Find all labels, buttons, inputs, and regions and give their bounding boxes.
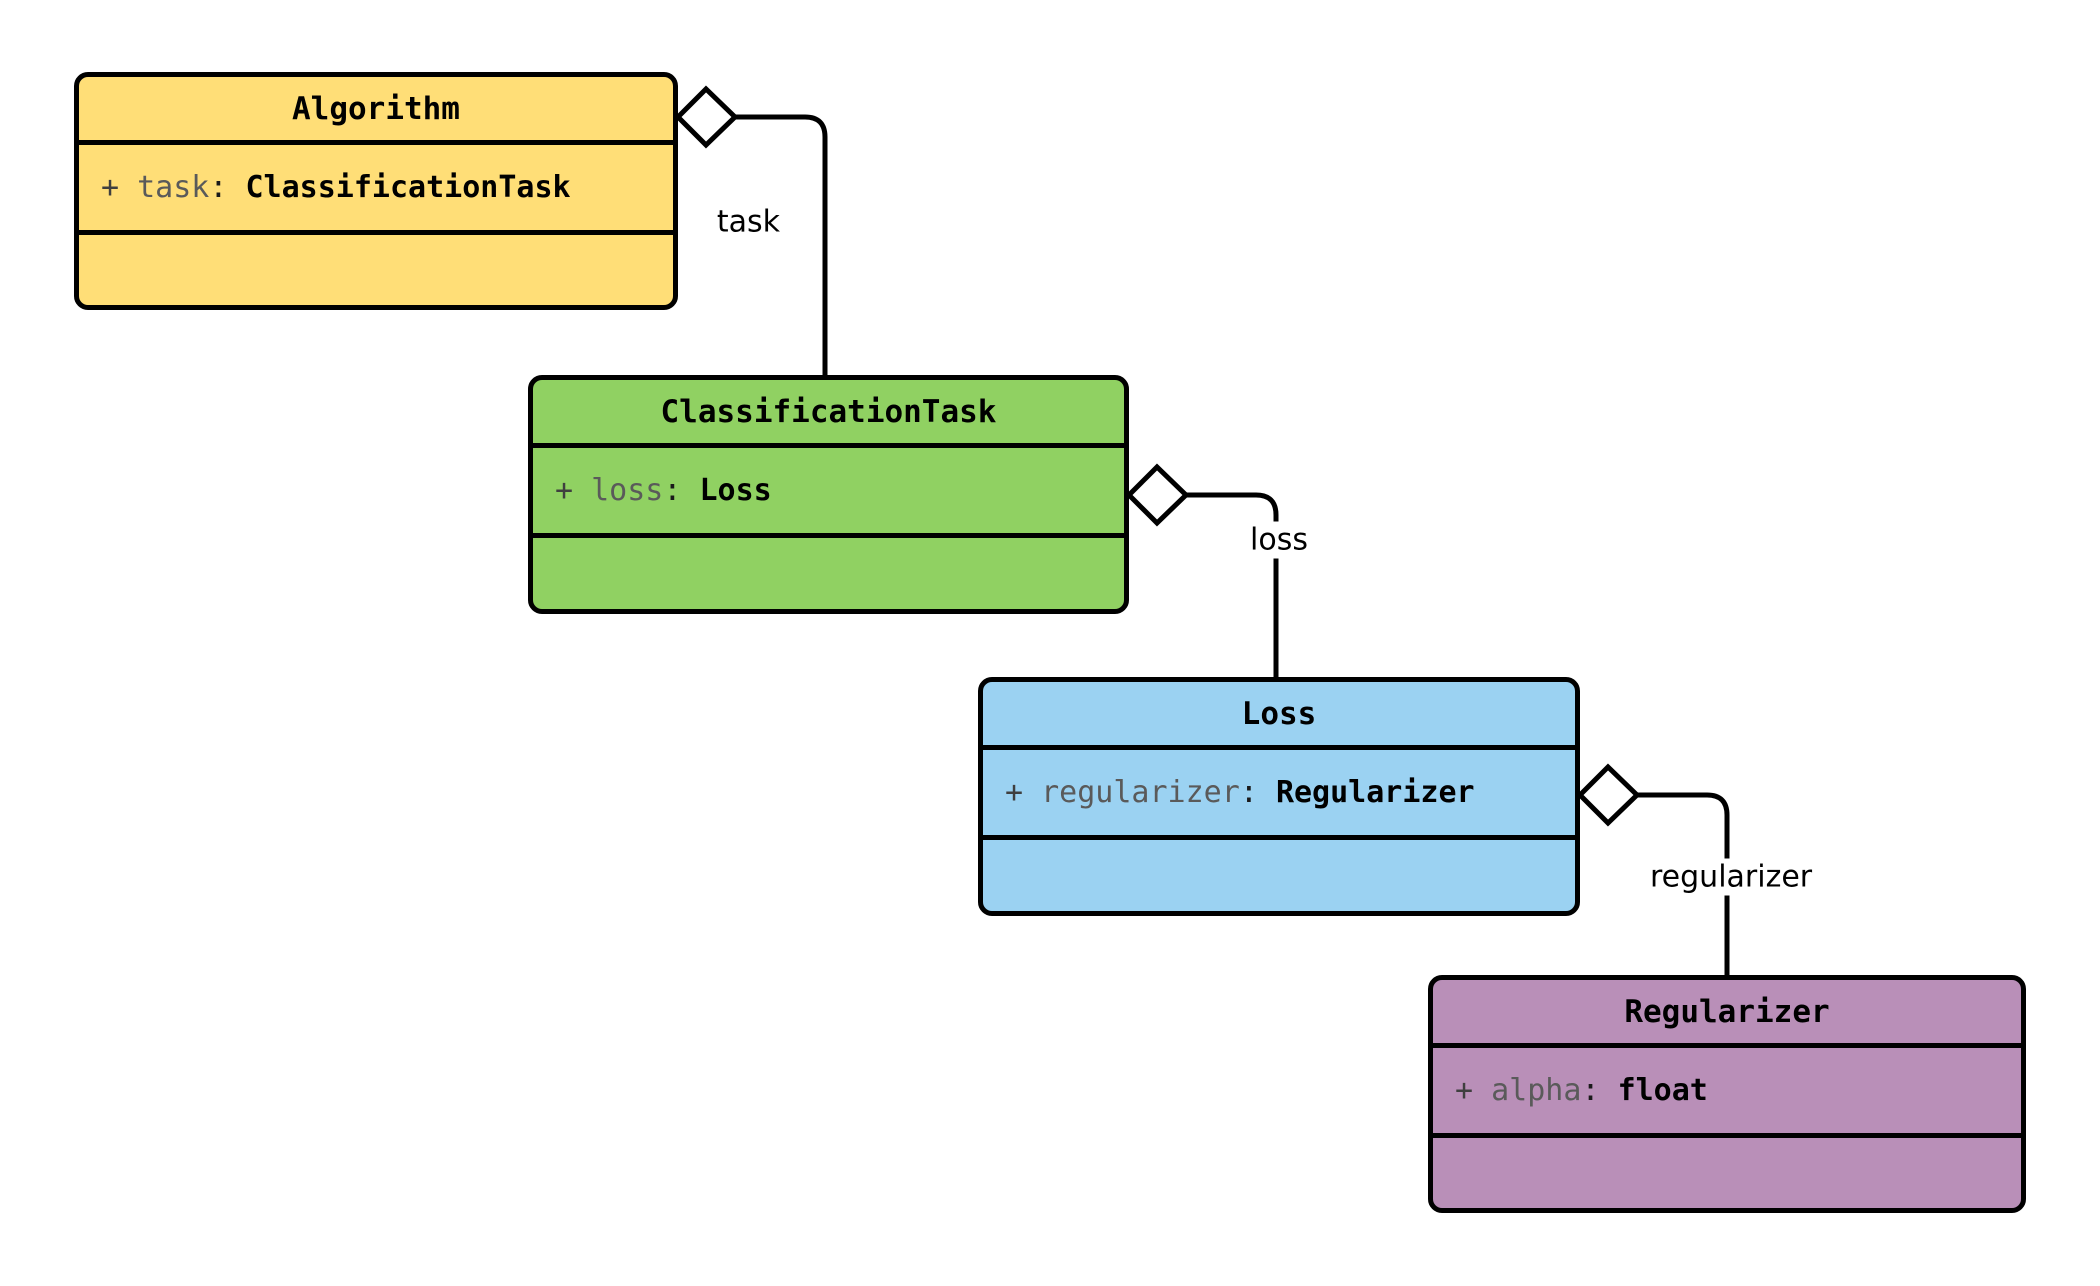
class-box-regularizer[interactable]: Regularizer + alpha: float (1428, 975, 2026, 1213)
attribute-space-2 (1258, 775, 1276, 810)
attribute-space (1023, 775, 1041, 810)
attribute-name: loss (591, 472, 664, 508)
aggregation-diamond-task (674, 85, 739, 149)
attribute-space (573, 473, 591, 508)
attribute-type: Regularizer (1275, 774, 1475, 810)
class-methods-regularizer (1433, 1138, 2021, 1208)
attribute-space-2 (227, 170, 245, 205)
attribute-separator: : (209, 169, 228, 205)
attribute-visibility: + (1455, 1072, 1474, 1108)
attribute-separator: : (663, 472, 682, 508)
attribute-separator: : (1239, 774, 1258, 810)
attribute-row: + task: ClassificationTask (101, 169, 571, 205)
attribute-row: + alpha: float (1455, 1072, 1708, 1108)
aggregation-diamond-regularizer (1576, 763, 1641, 827)
class-title-regularizer: Regularizer (1433, 980, 2021, 1048)
class-attributes-classificationtask: + loss: Loss (533, 448, 1124, 538)
relation-label-regularizer: regularizer (1645, 858, 1818, 896)
class-title-classificationtask: ClassificationTask (533, 380, 1124, 448)
attribute-visibility: + (101, 169, 120, 205)
relation-label-loss: loss (1245, 521, 1313, 559)
attribute-row: + regularizer: Regularizer (1005, 774, 1475, 810)
class-title-loss: Loss (983, 682, 1575, 750)
attribute-type: Loss (699, 472, 772, 508)
class-box-algorithm[interactable]: Algorithm + task: ClassificationTask (74, 72, 678, 310)
attribute-name: task (137, 169, 210, 205)
class-attributes-loss: + regularizer: Regularizer (983, 750, 1575, 840)
attribute-space (119, 170, 137, 205)
attribute-visibility: + (1005, 774, 1024, 810)
class-title-algorithm: Algorithm (79, 77, 673, 145)
attribute-name: regularizer (1041, 774, 1240, 810)
class-methods-loss (983, 840, 1575, 911)
attribute-space-2 (1600, 1073, 1618, 1108)
attribute-type: ClassificationTask (245, 169, 571, 205)
attribute-visibility: + (555, 472, 574, 508)
attribute-space (1473, 1073, 1491, 1108)
relation-line-task (735, 114, 828, 375)
class-attributes-algorithm: + task: ClassificationTask (79, 145, 673, 235)
relation-label-task: task (711, 203, 785, 241)
attribute-name: alpha (1491, 1072, 1582, 1108)
aggregation-diamond-loss (1125, 463, 1190, 527)
attribute-row: + loss: Loss (555, 472, 772, 508)
class-attributes-regularizer: + alpha: float (1433, 1048, 2021, 1138)
class-box-loss[interactable]: Loss + regularizer: Regularizer (978, 677, 1580, 916)
class-box-classificationtask[interactable]: ClassificationTask + loss: Loss (528, 375, 1129, 614)
attribute-type: float (1617, 1072, 1708, 1108)
attribute-space-2 (681, 473, 699, 508)
attribute-separator: : (1581, 1072, 1600, 1108)
class-methods-classificationtask (533, 538, 1124, 609)
class-methods-algorithm (79, 235, 673, 305)
